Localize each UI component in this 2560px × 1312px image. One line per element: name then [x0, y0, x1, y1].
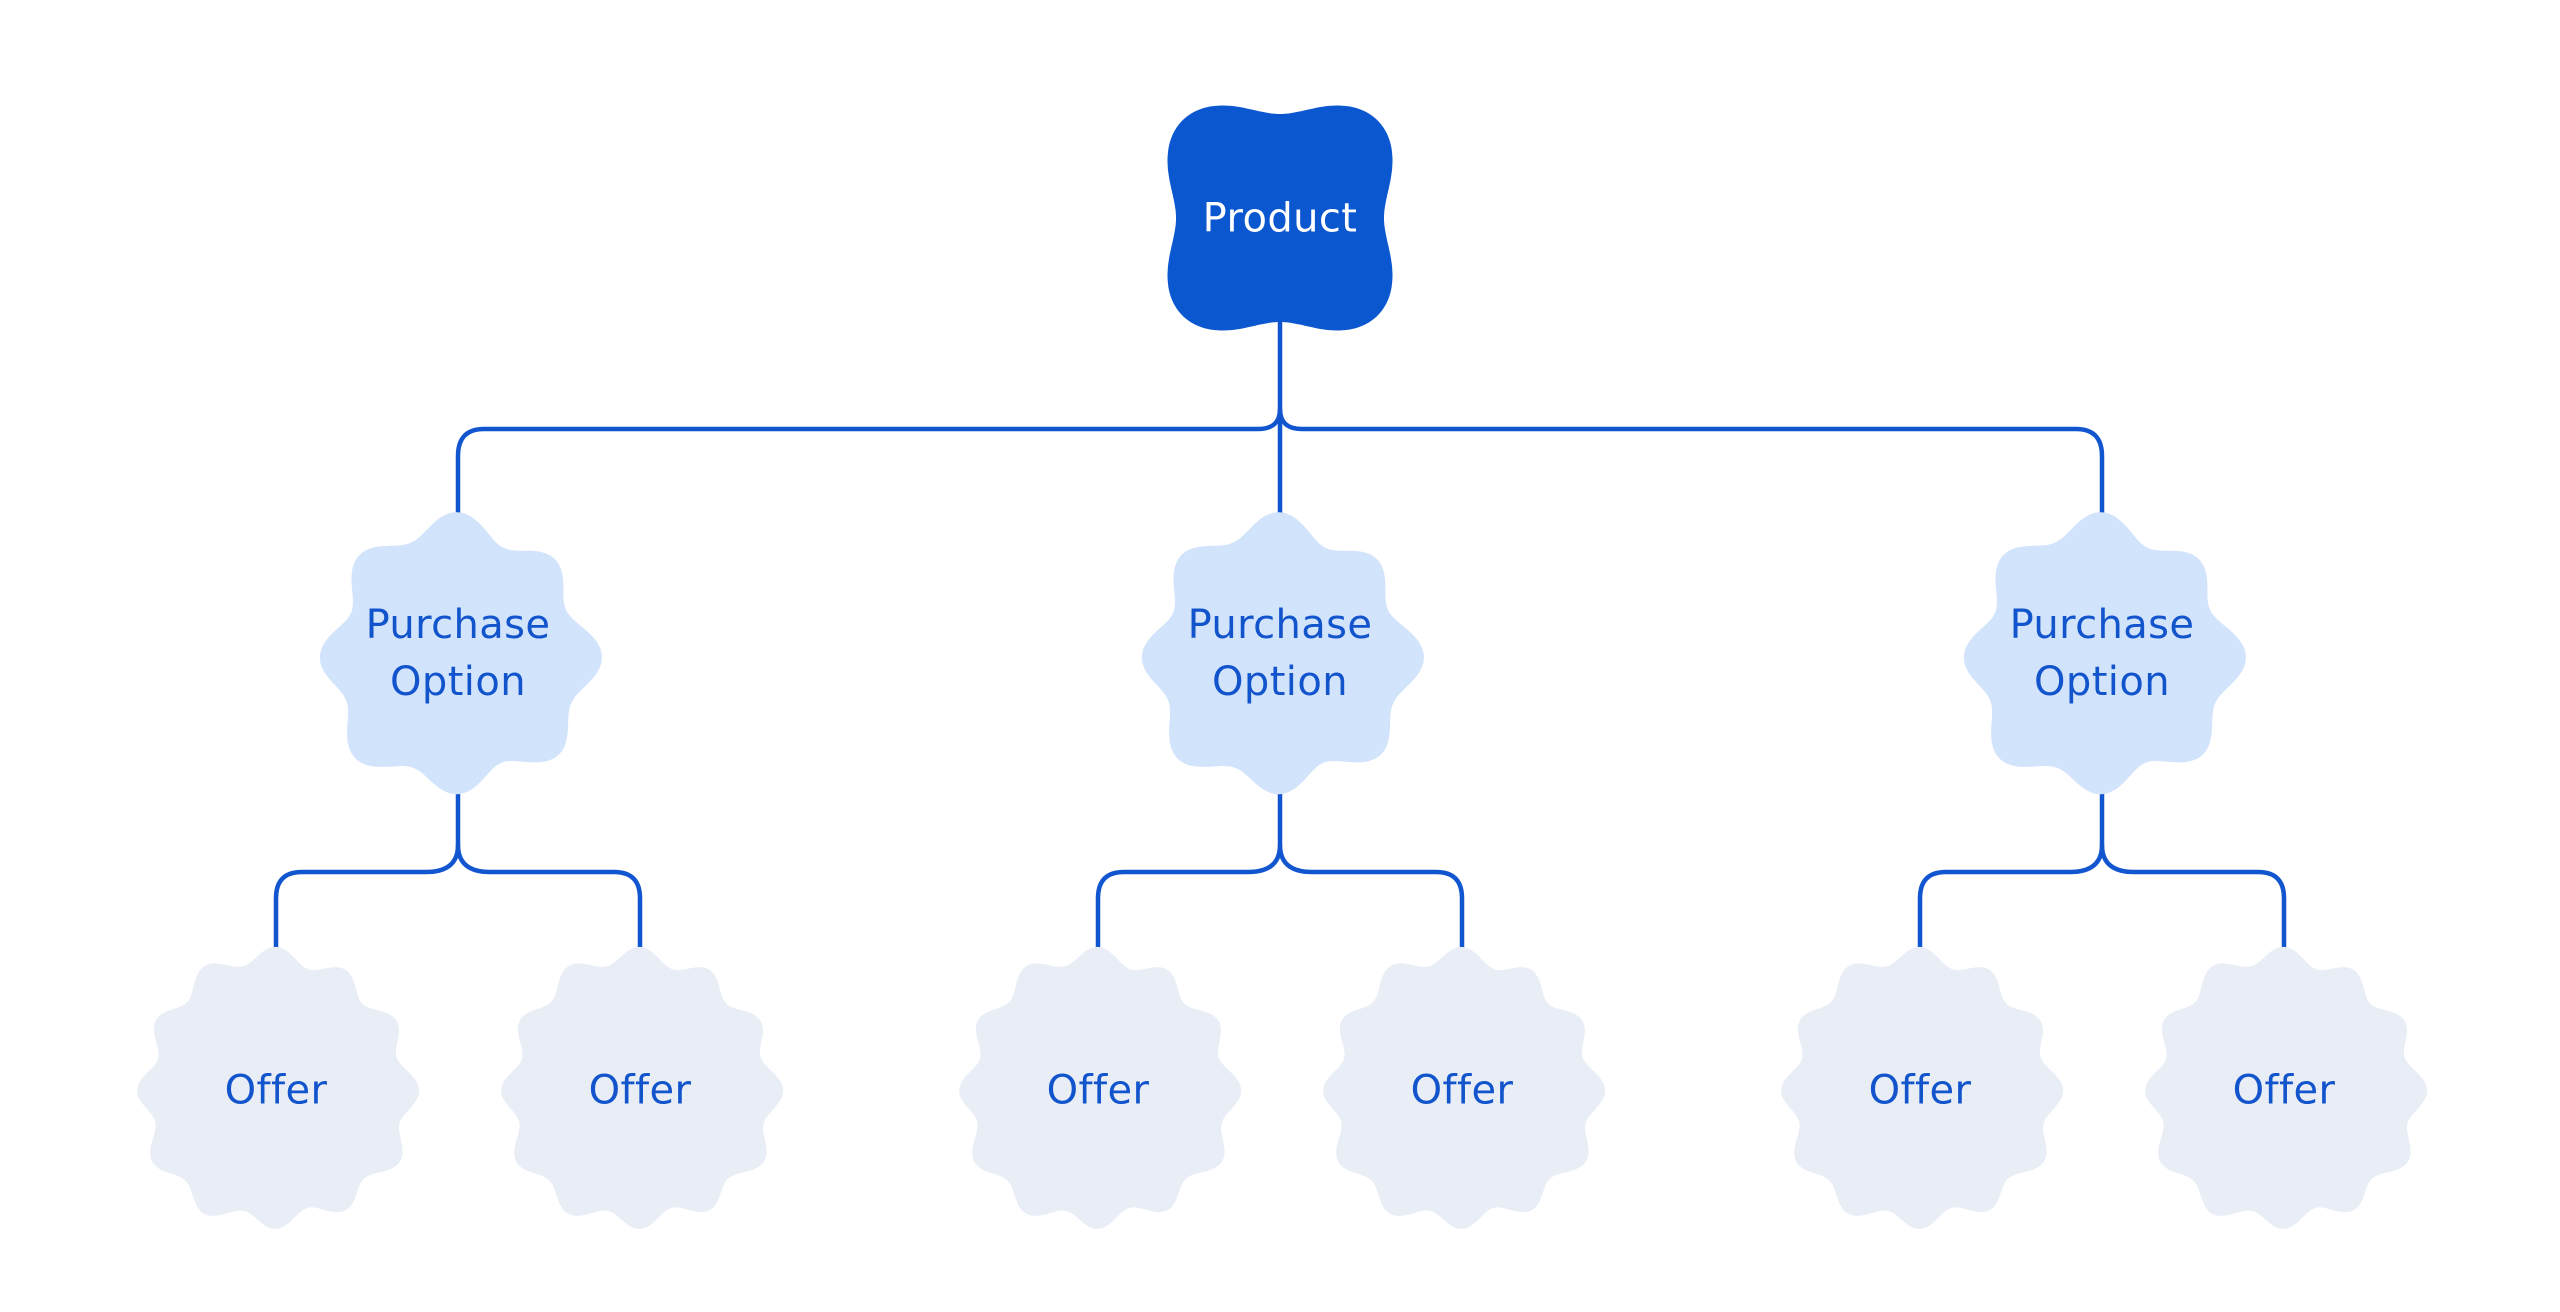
purchase-option-shape — [1141, 512, 1424, 795]
connector-offer-left — [1917, 844, 2105, 960]
connector-branch-right — [1277, 408, 2105, 530]
product-shape — [1167, 105, 1393, 331]
connector-offer-right — [2099, 844, 2287, 960]
offer-shape — [137, 946, 420, 1229]
offer-shape — [959, 946, 1242, 1229]
offer-shape — [1781, 946, 2064, 1229]
connector-offer-right — [1277, 844, 1465, 960]
connector-offer-left — [1095, 844, 1283, 960]
offer-shape — [2145, 946, 2428, 1229]
connector-offer-right — [455, 844, 643, 960]
purchase-option-shape — [1963, 512, 2246, 795]
connector-offer-left — [273, 844, 461, 960]
offer-shape — [501, 946, 784, 1229]
connector-branch-left — [455, 408, 1283, 530]
purchase-option-shape — [319, 512, 602, 795]
offer-shape — [1323, 946, 1606, 1229]
